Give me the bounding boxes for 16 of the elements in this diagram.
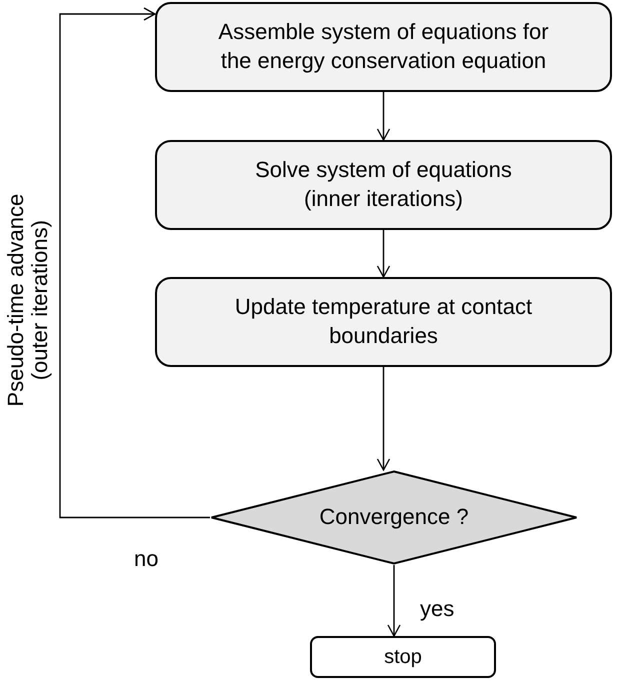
process-box [155,2,612,92]
arrow [376,367,390,471]
arrow [376,230,390,278]
arrow [387,565,401,637]
process-box [155,140,612,230]
node-text: Solve system of equations (inner iterations) [254,156,513,213]
node-text: stop [384,645,422,670]
node-text: Convergence ? [319,503,469,532]
node-text: Update temperature at contact boundaries [234,293,534,350]
process-box [155,277,612,367]
vertical-label: Pseudo-time advance (outer iterations) [4,192,52,408]
arrow [59,7,210,518]
decision-diamond [210,470,578,565]
arrow [376,92,390,141]
node-text: Assemble system of equations for the energy conservation equation [217,18,550,75]
terminal-box [310,636,496,678]
